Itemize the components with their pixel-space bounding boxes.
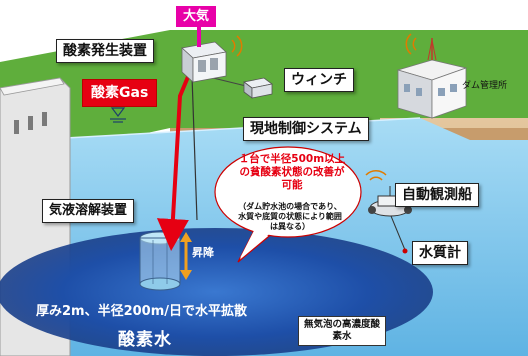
dam-window <box>42 112 47 126</box>
wifi-signal-icon <box>405 33 417 55</box>
dam-window <box>28 116 33 130</box>
water-level-symbol <box>110 107 126 123</box>
callout-sub-text: （ダム貯水池の場合であり、水質や底質の状態により範囲は異なる） <box>238 202 342 231</box>
bubble-free-note: 無気泡の高濃度酸素水 <box>298 316 386 346</box>
gas-liquid-dissolver <box>139 231 181 291</box>
dam-office-building <box>396 38 468 119</box>
atmosphere-label: 大気 <box>176 6 217 27</box>
oxygen-generator-label: 酸素発生装置 <box>56 39 154 63</box>
wifi-signal-icon <box>231 35 243 57</box>
control-system-label: 現地制御システム <box>243 117 369 141</box>
quality-meter-label: 水質計 <box>412 241 468 265</box>
winch-label: ウィンチ <box>284 68 354 92</box>
grass-surface <box>0 30 528 165</box>
oxygen-gas-label: 酸素Gas <box>82 79 158 107</box>
dam-crest <box>0 77 65 96</box>
winch-unit <box>243 77 273 99</box>
water-quality-meter <box>402 248 408 254</box>
callout-main-text: １台で半径500m以上の貧酸素状態の改善が可能 <box>238 153 346 191</box>
winch-cable <box>191 75 198 221</box>
dissolver-label: 気液溶解装置 <box>42 199 135 223</box>
oxygen-generator-unit <box>181 41 227 83</box>
oxygen-water-text: 酸素水 <box>118 330 172 350</box>
boat-label: 自動観測船 <box>395 183 479 207</box>
dam-office-label: ダム管理所 <box>462 81 508 91</box>
meter-cable <box>390 215 406 251</box>
wifi-signal-icon <box>365 170 387 181</box>
diffusion-text: 厚み2m、半径200m/日で水平拡散 <box>36 304 248 319</box>
updown-label: 昇降 <box>192 246 214 259</box>
dam-window <box>14 120 19 134</box>
oxygen-gas-pipe <box>156 71 192 251</box>
atmosphere-intake-pipe <box>197 25 201 47</box>
callout-bubble <box>214 146 362 263</box>
